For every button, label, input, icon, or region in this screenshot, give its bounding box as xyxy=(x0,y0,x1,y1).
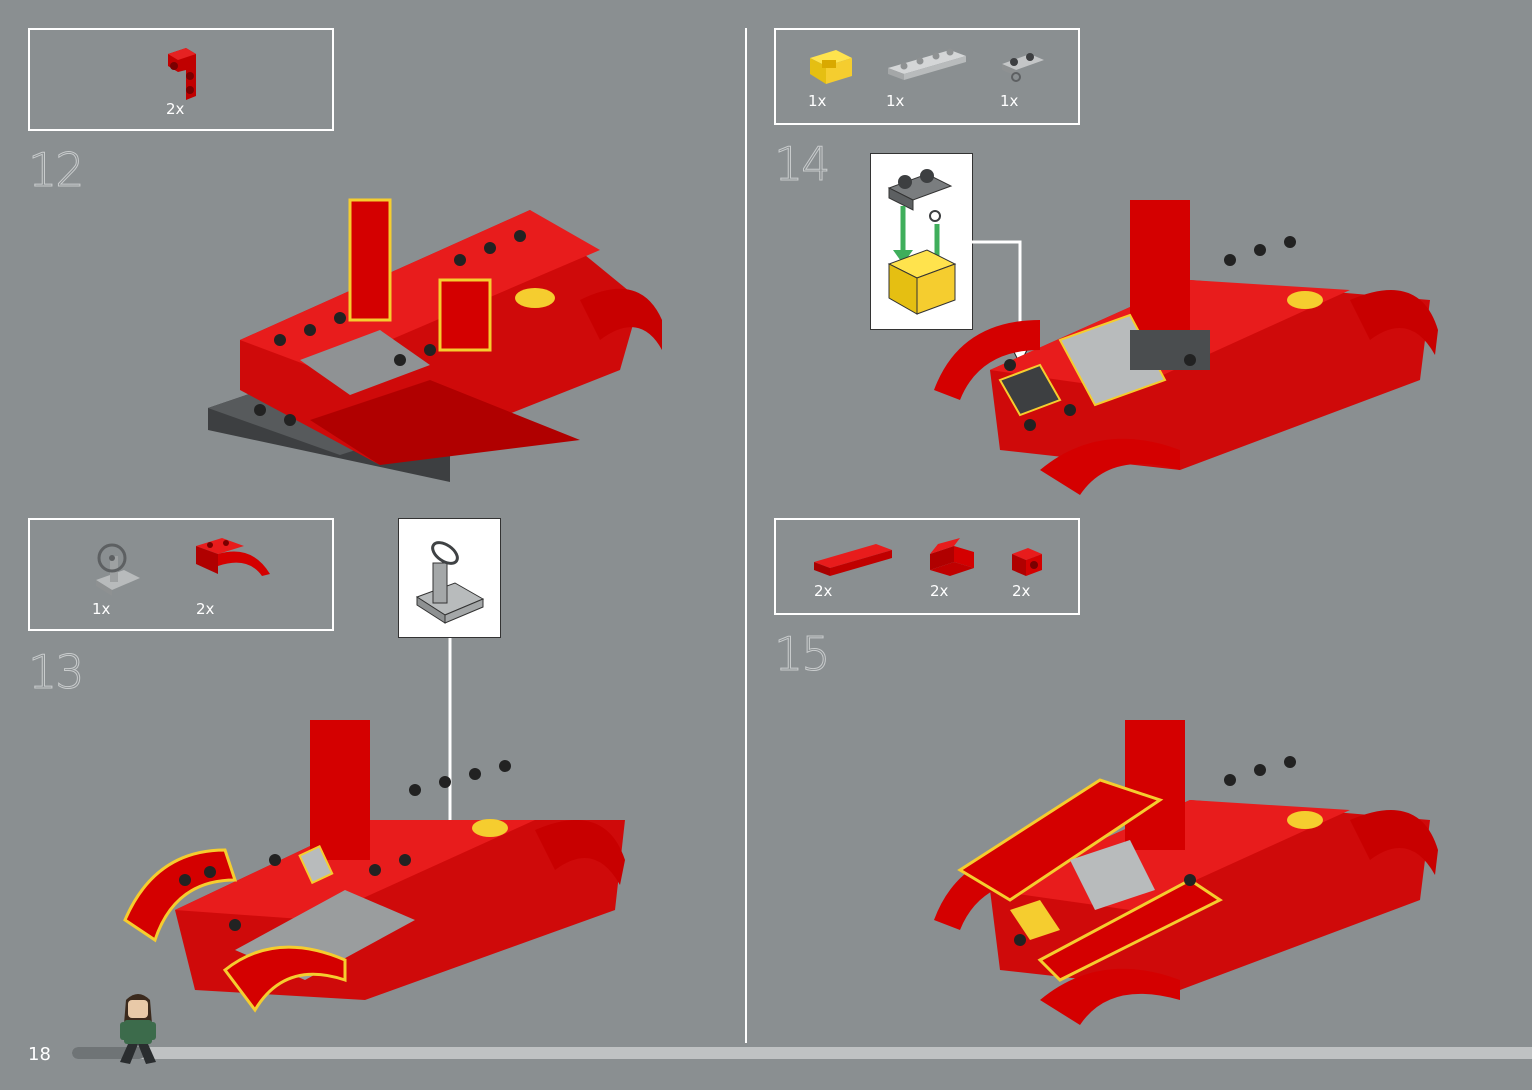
red-tile-1x4-icon xyxy=(810,538,896,578)
step-number: 15 xyxy=(774,627,829,681)
steering-wheel-piece-icon xyxy=(88,542,144,598)
steering-wheel-assembly-icon xyxy=(399,519,499,636)
car-chassis-model-step-15 xyxy=(930,710,1450,1030)
progress-track xyxy=(72,1047,1532,1059)
step-12-parts-box: 2x xyxy=(28,28,334,131)
car-chassis-model-step-14 xyxy=(930,190,1450,500)
red-bracket-small-icon xyxy=(1008,544,1048,580)
yellow-bracket-piece-icon xyxy=(806,44,856,88)
part-qty: 1x xyxy=(886,92,904,110)
step-15-parts-box: 2x 2x 2x xyxy=(774,518,1080,615)
step-13-parts-box: 1x 2x xyxy=(28,518,334,631)
car-chassis-model-step-13 xyxy=(115,710,635,1030)
car-chassis-model-step-12 xyxy=(200,190,670,490)
step-14-parts-box: 1x 1x 1x xyxy=(774,28,1080,125)
grey-plate-1x4-icon xyxy=(884,44,970,84)
red-mudguard-piece-icon xyxy=(192,534,274,590)
grey-clip-plate-icon xyxy=(998,48,1048,84)
step-number: 12 xyxy=(28,143,83,197)
part-qty: 1x xyxy=(92,600,110,618)
page-divider xyxy=(745,28,747,1043)
part-qty: 2x xyxy=(1012,582,1030,600)
steering-wheel-callout xyxy=(398,518,501,638)
part-qty: 2x xyxy=(196,600,214,618)
part-qty: 1x xyxy=(808,92,826,110)
minifigure-icon xyxy=(110,990,166,1070)
page-number: 18 xyxy=(28,1044,51,1065)
part-qty: 2x xyxy=(814,582,832,600)
part-qty: 2x xyxy=(166,100,184,118)
part-qty: 1x xyxy=(1000,92,1018,110)
red-bracket-piece-icon xyxy=(162,46,202,102)
part-qty: 2x xyxy=(930,582,948,600)
red-slope-piece-icon xyxy=(926,534,980,580)
step-number: 13 xyxy=(28,645,83,699)
step-number: 14 xyxy=(774,137,829,191)
